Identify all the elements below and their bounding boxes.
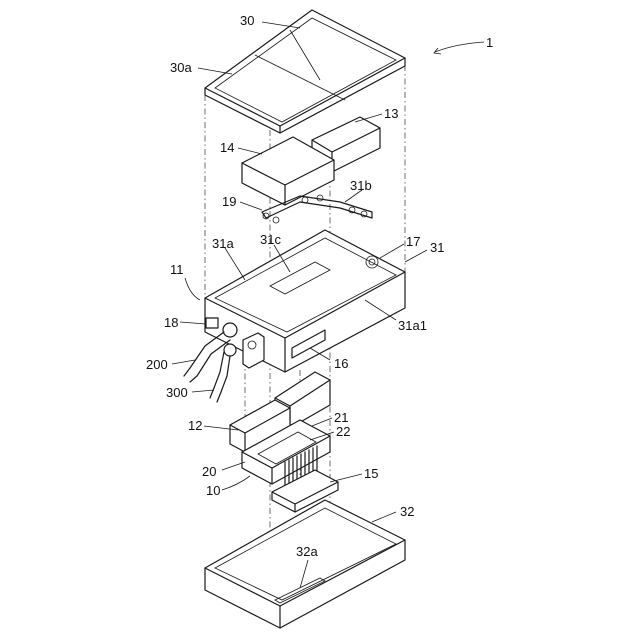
- lid-30: [205, 10, 405, 133]
- label-32: 32: [400, 504, 414, 519]
- label-20: 20: [202, 464, 216, 479]
- label-31b: 31b: [350, 178, 372, 193]
- label-31a1: 31a1: [398, 318, 427, 333]
- label-11: 11: [170, 262, 184, 277]
- label-1: 1: [486, 35, 493, 50]
- bottom-cover-32: [205, 500, 405, 628]
- label-21: 21: [334, 410, 348, 425]
- case-31: [205, 230, 405, 372]
- label-18: 18: [164, 315, 178, 330]
- label-15: 15: [364, 466, 378, 481]
- label-13: 13: [384, 106, 398, 121]
- label-12: 12: [188, 418, 202, 433]
- label-19: 19: [222, 194, 236, 209]
- label-31a: 31a: [212, 236, 234, 251]
- label-200: 200: [146, 357, 168, 372]
- label-14: 14: [220, 140, 234, 155]
- label-16: 16: [334, 356, 348, 371]
- label-31: 31: [430, 240, 444, 255]
- label-17: 17: [406, 234, 420, 249]
- label-31c: 31c: [260, 232, 281, 247]
- label-30: 30: [240, 13, 254, 28]
- label-32a: 32a: [296, 544, 318, 559]
- label-10: 10: [206, 483, 220, 498]
- label-30a: 30a: [170, 60, 192, 75]
- label-22: 22: [336, 424, 350, 439]
- label-300: 300: [166, 385, 188, 400]
- cables: [184, 332, 230, 402]
